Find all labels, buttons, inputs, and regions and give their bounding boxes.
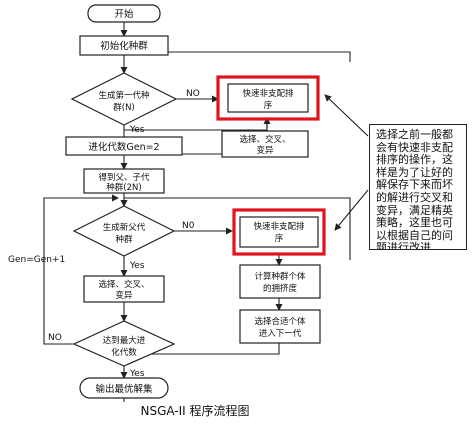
figure-caption: NSGA-II 程序流程图 (140, 403, 249, 418)
label-no-first: NO (186, 89, 200, 99)
select-cross-mut-2-line2: 变异 (256, 145, 274, 156)
merge-line2: 种群(2N) (106, 182, 141, 193)
fast-sort-2-line1: 快速非支配排 (253, 221, 305, 232)
fast-sort-2-box (239, 216, 319, 248)
label-yes-second: Yes (129, 261, 145, 271)
crowding-line2: 的拥挤度 (263, 283, 298, 294)
new-parent-line1: 生成新父代 (103, 222, 146, 233)
max-gen-line2: 化代数 (111, 347, 137, 358)
gen-eq-2-text: 进化代数Gen=2 (88, 141, 159, 153)
fast-sort-1-line2: 序 (264, 100, 273, 111)
label-no-third: NO (48, 333, 62, 343)
arrow-gen-loop (43, 194, 119, 345)
fast-sort-1-line1: 快速非支配排 (242, 88, 294, 99)
annotation-box: 选择之前一般都会有快速非支配排序的操作，这样是为了让好的解保存下来而坏的解进行交… (369, 124, 467, 250)
crowding-box (239, 264, 321, 299)
gen-eq-2-box (65, 136, 183, 156)
start-text: 开始 (114, 8, 134, 20)
merge-line1: 得到父、子代 (98, 172, 150, 183)
first-gen-line2: 群(N) (113, 102, 135, 113)
select-cross-mut-1-box (83, 275, 165, 303)
output-text: 输出最优解集 (95, 383, 153, 395)
fast-sort-2-highlight (232, 208, 326, 256)
elitist-line1: 选择合适个体 (254, 316, 306, 327)
elitist-line2: 进入下一代 (259, 328, 302, 339)
arrow-note-to-sort1 (324, 94, 369, 137)
fast-sort-2-line2: 序 (275, 233, 284, 244)
new-parent-line2: 种群 (115, 234, 133, 245)
line-top-loop (124, 51, 351, 62)
crowding-line1: 计算种群个体 (254, 271, 306, 282)
new-parent-decision (72, 205, 176, 257)
line-elitist-back (124, 343, 280, 355)
elitist-box (239, 309, 321, 344)
select-cross-mut-1-line1: 选择、交叉、 (98, 279, 149, 290)
select-cross-mut-2-line1: 选择、交叉、 (239, 134, 290, 145)
gen-increment-label: Gen=Gen+1 (8, 255, 65, 265)
line-right-loop-2 (124, 197, 351, 260)
output-node (79, 377, 169, 399)
arrow-note-to-sort2 (334, 189, 369, 231)
label-no-second: N0 (182, 221, 195, 231)
max-gen-line1: 达到最大进 (103, 335, 146, 346)
fast-sort-1-highlight (216, 75, 320, 121)
merge-population-box (83, 168, 165, 194)
first-gen-decision (70, 72, 178, 126)
first-gen-line1: 生成第一代种 (98, 90, 149, 101)
label-yes-first: Yes (129, 125, 145, 135)
fast-sort-1-box (227, 83, 309, 113)
init-population-box (79, 35, 169, 56)
max-gen-decision (72, 320, 176, 367)
init-population-text: 初始化种群 (100, 40, 148, 52)
label-yes-third: Yes (129, 369, 145, 379)
select-cross-mut-2-box (221, 130, 309, 158)
select-cross-mut-1-line2: 变异 (115, 290, 133, 301)
start-node (87, 4, 161, 23)
